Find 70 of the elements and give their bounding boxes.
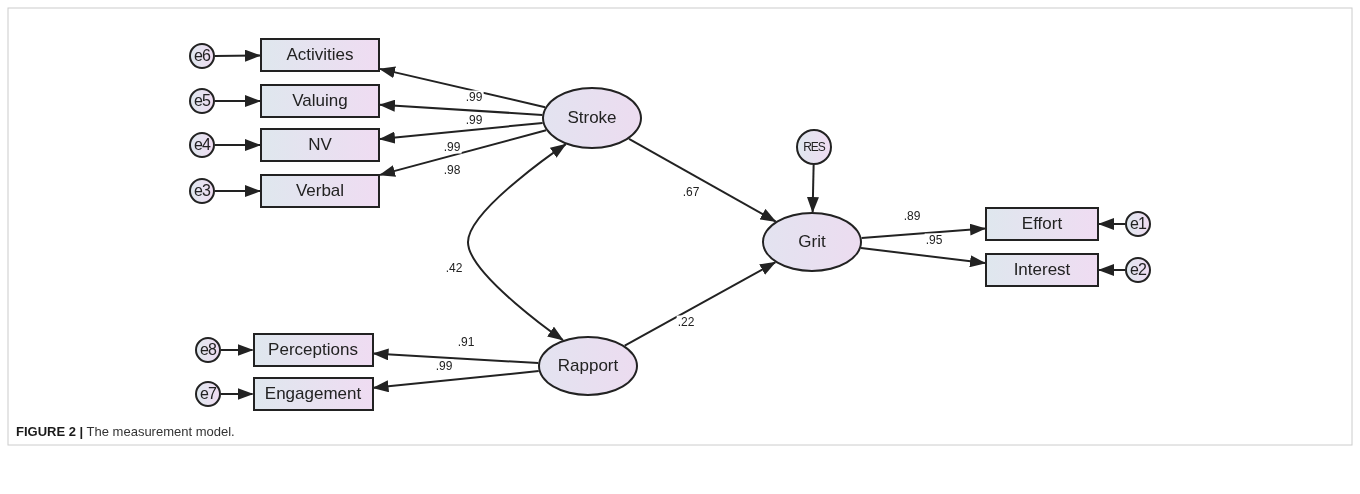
variable-name: e6 xyxy=(194,47,210,65)
variable-name: e3 xyxy=(194,182,210,200)
observed-variable-box xyxy=(252,333,374,367)
variable-name: Valuing xyxy=(292,91,348,111)
variable-name: e8 xyxy=(200,341,216,359)
path-coefficient: .95 xyxy=(924,233,944,247)
variable-name: Effort xyxy=(1021,214,1063,234)
variable-name: RES xyxy=(803,140,825,154)
latent-variable-ellipse xyxy=(542,87,642,149)
path-coefficient: .91 xyxy=(456,335,476,349)
variable-name: Grit xyxy=(798,232,826,252)
path-coefficient: .99 xyxy=(464,113,484,127)
variable-name: Rapport xyxy=(557,356,619,376)
residual-circle xyxy=(796,129,832,165)
observed-variable-box xyxy=(985,207,1099,241)
variable-name: e5 xyxy=(194,92,210,110)
variable-name: NV xyxy=(308,135,332,155)
arrow xyxy=(372,370,540,393)
arrow xyxy=(623,261,777,347)
observed-variable-box xyxy=(260,38,380,72)
arrow xyxy=(379,99,544,116)
variable-name: e7 xyxy=(200,385,216,403)
arrow xyxy=(214,139,261,151)
observed-variable-box xyxy=(252,377,374,411)
arrow xyxy=(860,223,986,240)
arrow xyxy=(806,164,819,213)
error-term-circle xyxy=(195,337,221,363)
figure-caption: FIGURE 2 | The measurement model. xyxy=(16,424,235,439)
variable-name: Perceptions xyxy=(268,340,358,360)
arrow xyxy=(628,137,777,223)
path-coefficient: .89 xyxy=(902,209,922,223)
path-coefficient: .98 xyxy=(442,163,462,177)
variable-name: Interest xyxy=(1013,260,1071,280)
error-term-circle xyxy=(189,132,215,158)
arrow xyxy=(1098,218,1126,230)
error-term-circle xyxy=(189,43,215,69)
path-coefficient: .67 xyxy=(681,185,701,199)
arrow xyxy=(372,348,540,365)
error-term-circle xyxy=(195,381,221,407)
arrow xyxy=(1098,264,1126,276)
variable-name: Engagement xyxy=(264,384,362,404)
arrow xyxy=(214,185,261,197)
observed-variable-box xyxy=(260,174,380,208)
variable-name: Verbal xyxy=(295,181,345,201)
variable-name: e1 xyxy=(1130,215,1146,233)
observed-variable-box xyxy=(260,84,380,118)
arrow xyxy=(220,344,254,356)
error-term-circle xyxy=(189,88,215,114)
variable-name: e2 xyxy=(1130,261,1146,279)
path-coefficient: .22 xyxy=(676,315,696,329)
arrow xyxy=(467,143,567,342)
path-coefficient: .42 xyxy=(444,261,464,275)
latent-variable-ellipse xyxy=(538,336,638,396)
variable-name: e4 xyxy=(194,136,210,154)
error-term-circle xyxy=(1125,257,1151,283)
path-coefficient: .99 xyxy=(464,90,484,104)
path-coefficient: .99 xyxy=(434,359,454,373)
error-term-circle xyxy=(189,178,215,204)
observed-variable-box xyxy=(985,253,1099,287)
arrow xyxy=(379,121,544,144)
observed-variable-box xyxy=(260,128,380,162)
error-term-circle xyxy=(1125,211,1151,237)
arrow xyxy=(220,388,254,400)
path-coefficient: .99 xyxy=(442,140,462,154)
variable-name: Stroke xyxy=(567,108,617,128)
latent-variable-ellipse xyxy=(762,212,862,272)
arrow xyxy=(214,95,261,107)
arrow xyxy=(860,246,986,268)
variable-name: Activities xyxy=(286,45,354,65)
arrow xyxy=(214,49,261,62)
